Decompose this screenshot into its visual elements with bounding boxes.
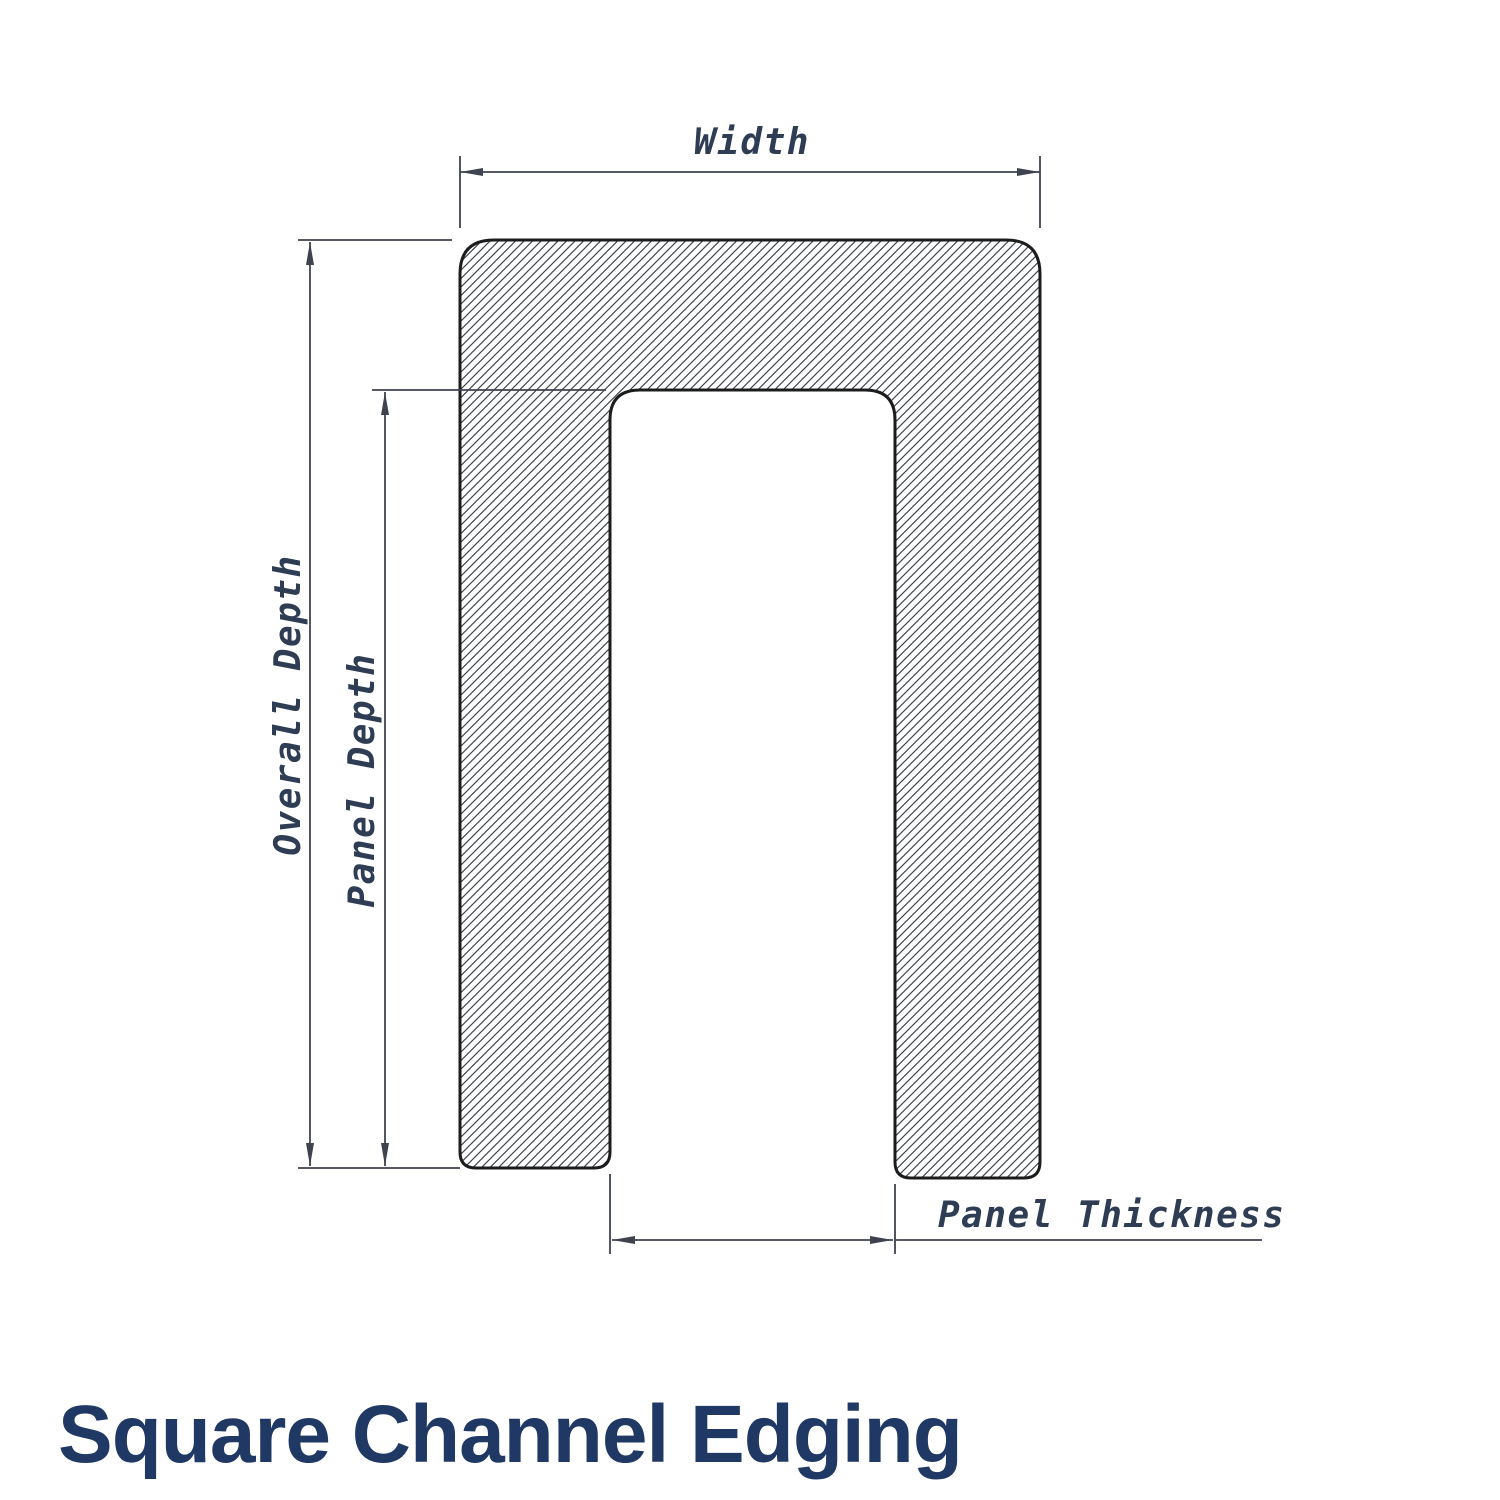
panel-thickness-label: Panel Thickness bbox=[938, 1195, 1286, 1236]
overall-depth-label: Overall Depth bbox=[268, 554, 309, 855]
width-label: Width bbox=[694, 122, 810, 163]
diagram-title: Square Channel Edging bbox=[58, 1389, 962, 1480]
panel-depth-label: Panel Depth bbox=[342, 653, 383, 908]
dimension-lines bbox=[298, 156, 1262, 1254]
channel-profile bbox=[458, 238, 1042, 1180]
dimension-labels: Width Overall Depth Panel Depth Panel Th… bbox=[268, 122, 1286, 1236]
